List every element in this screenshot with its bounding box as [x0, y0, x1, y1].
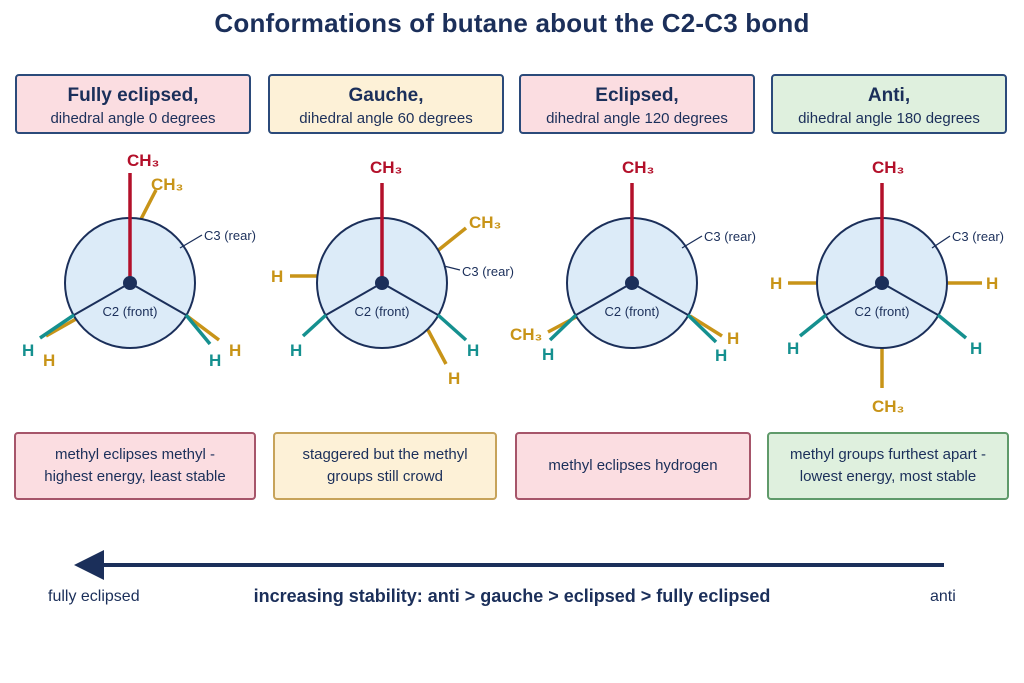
front-carbon-label: C2 (front) — [103, 304, 158, 319]
caption-line: methyl eclipses hydrogen — [548, 457, 718, 474]
rear-label-leader — [681, 235, 703, 249]
front-bond-left-inner — [73, 282, 131, 316]
caption-line: methyl groups furthest apart - — [790, 446, 986, 463]
front-carbon-dot — [875, 276, 889, 290]
caption-line: groups still crowd — [327, 468, 443, 485]
arrow-right-label: anti — [930, 588, 956, 605]
front-carbon-label: C2 (front) — [355, 304, 410, 319]
rear-methyl-label: CH₃ — [510, 325, 542, 344]
rear-carbon-label: C3 (rear) — [204, 228, 256, 243]
front-carbon-dot — [123, 276, 137, 290]
front-carbon-dot — [375, 276, 389, 290]
header-angle: dihedral angle 60 degrees — [299, 110, 473, 127]
arrow-head — [74, 550, 104, 580]
newman-fully-eclipsed: C3 (rear) C2 (front) CH₃ CH₃ H H H H — [22, 151, 256, 370]
front-carbon-label: C2 (front) — [855, 304, 910, 319]
header-angle: dihedral angle 120 degrees — [546, 110, 728, 127]
front-h-left-label: H — [787, 339, 799, 358]
front-bond-left-inner — [325, 282, 383, 316]
rear-bond-right — [689, 314, 723, 338]
rear-label-leader — [931, 235, 951, 249]
header-name: Gauche, — [348, 85, 424, 106]
front-bond-left — [39, 313, 75, 340]
header-name: Fully eclipsed, — [67, 85, 199, 106]
rear-bond-up — [138, 189, 158, 222]
arrow-left-label: fully eclipsed — [48, 588, 140, 605]
front-carbon-label: C2 (front) — [605, 304, 660, 319]
rear-carbon-label: C3 (rear) — [952, 229, 1004, 244]
front-methyl-label: CH₃ — [872, 158, 904, 177]
front-bond-left-inner — [575, 282, 633, 316]
rear-label-leader — [179, 234, 203, 249]
rear-h-right-label: H — [448, 369, 460, 388]
front-h-right-label: H — [209, 351, 221, 370]
caption-eclipsed: methyl eclipses hydrogen — [515, 432, 751, 500]
header-angle: dihedral angle 0 degrees — [50, 110, 216, 127]
caption-line: staggered but the methyl — [302, 446, 468, 463]
front-bond-right-inner — [881, 282, 939, 316]
front-bond-left — [548, 313, 578, 342]
front-bond-left — [301, 313, 328, 338]
rear-carbon-label: C3 (rear) — [462, 264, 514, 279]
rear-h-left-label: H — [271, 267, 283, 286]
rear-h-right-label: H — [727, 329, 739, 348]
rear-methyl-label: CH₃ — [469, 213, 501, 232]
front-bond-right — [686, 313, 718, 344]
rear-label-leader — [443, 265, 461, 271]
front-h-right-label: H — [970, 339, 982, 358]
stability-arrow — [74, 550, 944, 580]
header-eclipsed: Eclipsed, dihedral angle 120 degrees — [519, 74, 755, 134]
rear-bond-up — [434, 226, 468, 254]
front-h-left-label: H — [22, 341, 34, 360]
caption-line: lowest energy, most stable — [799, 468, 977, 485]
front-bond-right-inner — [631, 282, 689, 316]
caption-line: highest energy, least stable — [44, 468, 226, 485]
rear-h-right-label: H — [229, 341, 241, 360]
header-gauche: Gauche, dihedral angle 60 degrees — [268, 74, 504, 134]
rear-bond-left — [45, 317, 77, 338]
rear-methyl-label: CH₃ — [151, 175, 183, 194]
front-h-left-label: H — [542, 345, 554, 364]
header-anti: Anti, dihedral angle 180 degrees — [771, 74, 1007, 134]
header-angle: dihedral angle 180 degrees — [798, 110, 980, 127]
stability-order-label: increasing stability: anti > gauche > ec… — [253, 586, 771, 606]
front-bond-right — [184, 313, 212, 346]
rear-bond-right — [426, 329, 448, 365]
front-methyl-label: CH₃ — [127, 151, 159, 170]
front-methyl-label: CH₃ — [370, 158, 402, 177]
front-bond-right-inner — [381, 282, 439, 316]
caption-gauche: staggered but the methyl groups still cr… — [273, 432, 497, 500]
rear-carbon-label: C3 (rear) — [704, 229, 756, 244]
front-bond-right — [936, 313, 968, 340]
front-h-right-label: H — [715, 346, 727, 365]
rear-h-left-label: H — [770, 274, 782, 293]
caption-line: methyl eclipses methyl - — [54, 446, 216, 463]
front-carbon-dot — [625, 276, 639, 290]
front-bond-right — [436, 313, 468, 342]
front-h-left-label: H — [290, 341, 302, 360]
newman-anti: C3 (rear) C2 (front) CH₃ CH₃ H H H H — [770, 158, 1004, 416]
header-fully-eclipsed: Fully eclipsed, dihedral angle 0 degrees — [15, 74, 251, 134]
header-name: Anti, — [867, 85, 911, 106]
rear-h-left-label: H — [43, 351, 55, 370]
front-bond-left — [798, 313, 828, 338]
caption-anti: methyl groups furthest apart - lowest en… — [767, 432, 1009, 500]
front-bond-right-inner — [129, 282, 187, 316]
rear-h-right-label: H — [986, 274, 998, 293]
page-title: Conformations of butane about the C2-C3 … — [214, 8, 810, 38]
rear-methyl-label: CH₃ — [872, 397, 904, 416]
newman-gauche: C3 (rear) C2 (front) CH₃ CH₃ H H H H — [271, 158, 514, 388]
front-methyl-label: CH₃ — [622, 158, 654, 177]
caption-fully-eclipsed: methyl eclipses methyl - highest energy,… — [14, 432, 256, 500]
front-bond-left-inner — [825, 282, 883, 316]
front-h-right-label: H — [467, 341, 479, 360]
header-name: Eclipsed, — [595, 85, 679, 106]
newman-eclipsed: C3 (rear) C2 (front) CH₃ CH₃ H H H — [510, 158, 756, 365]
